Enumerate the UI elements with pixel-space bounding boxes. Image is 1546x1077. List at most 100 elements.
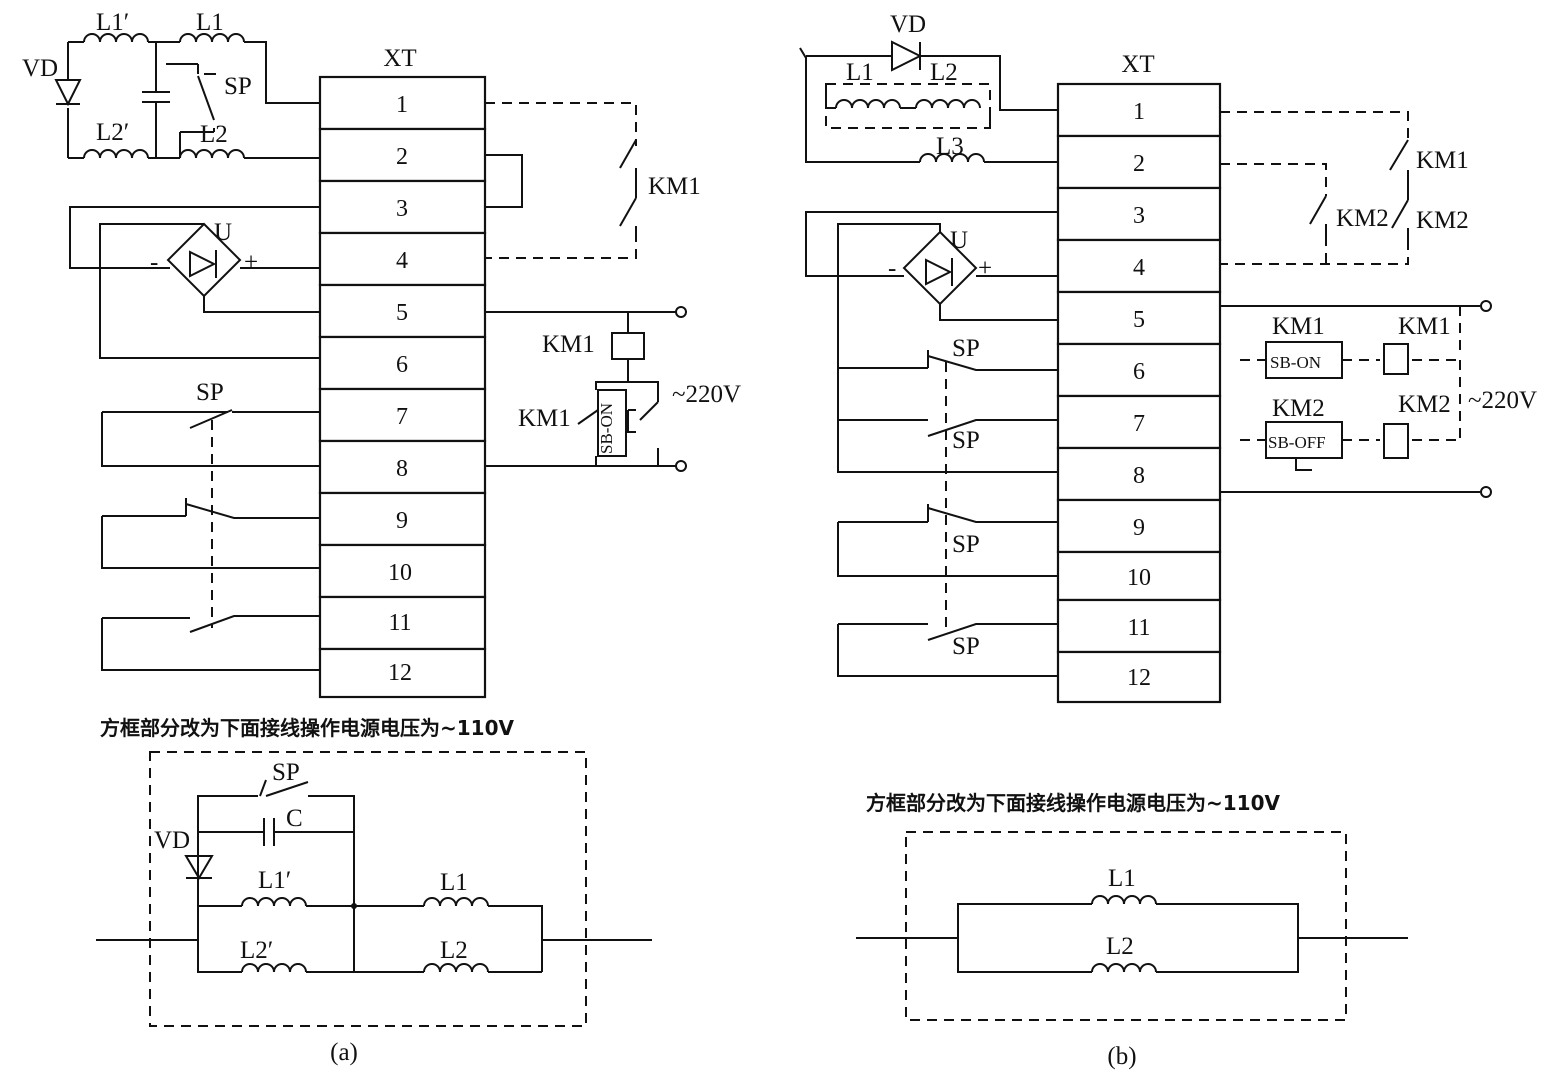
terminal-a-11 — [318, 595, 487, 651]
terminal-b-label-5: 5 — [1133, 307, 1145, 333]
coil-network-a: VD L1′ L1 L2′ L2 SP — [22, 9, 320, 159]
sb-on-button-icon — [1265, 341, 1343, 379]
terminal-b-label-4: 4 — [1133, 255, 1145, 281]
inductor-l1-icon — [1091, 895, 1157, 905]
inductor-l1-icon — [835, 99, 901, 109]
label-km2-coil-b: KM2 — [1398, 391, 1451, 418]
bridge-rectifier-b: U - + — [805, 211, 1058, 473]
terminal-b-label-9: 9 — [1133, 515, 1145, 541]
label-u-a: U — [214, 219, 232, 246]
label-km2-contact-b-b: KM2 — [1416, 207, 1469, 234]
terminal-dot-icon — [1480, 486, 1492, 498]
dashed-frame-b — [905, 831, 1347, 1021]
sub-label-c-a: C — [286, 805, 303, 832]
terminal-b-label-6: 6 — [1133, 359, 1145, 385]
label-km1-coil-a: KM1 — [542, 331, 595, 358]
diagram-b: XT 1 2 3 4 5 6 7 8 9 10 11 12 — [799, 11, 1537, 1070]
sub-label-l1-a: L1 — [440, 869, 468, 896]
diagram-a: XT 1 2 3 4 5 6 7 8 9 10 11 12 — [22, 9, 741, 1066]
km-contacts-b: KM1 KM2 KM2 — [1220, 111, 1469, 265]
label-km1-contact-b: KM1 — [1416, 147, 1469, 174]
label-km1-sw-b: KM1 — [1272, 313, 1325, 340]
terminal-a-label-8: 8 — [396, 456, 408, 482]
label-l1p-a: L1′ — [96, 9, 129, 36]
terminal-dot-icon — [675, 306, 687, 318]
inductor-l2-icon — [1091, 963, 1157, 973]
caption-b: (b) — [1107, 1043, 1136, 1070]
label-sb-off-b: SB-OFF — [1268, 433, 1326, 452]
terminal-dot-icon — [675, 460, 687, 472]
label-l3-b: L3 — [936, 133, 964, 160]
inductor-l1p-icon — [83, 33, 149, 43]
terminal-a-label-12: 12 — [388, 660, 412, 686]
terminal-b-label-7: 7 — [1133, 411, 1145, 437]
diode-icon — [184, 855, 214, 880]
label-sp2-b: SP — [952, 427, 980, 454]
diode-icon — [891, 40, 923, 72]
label-voltage-b: ~220V — [1468, 387, 1537, 414]
label-km1-contact-a: KM1 — [648, 173, 701, 200]
sub-diagram-b: L1 L2 — [856, 831, 1408, 1021]
coil-circuit-b: SB-ON KM1 KM1 ~220V SB-OFF KM2 KM2 — [1220, 300, 1537, 498]
terminal-block-b: XT 1 2 3 4 5 6 7 8 9 10 11 12 — [1056, 51, 1222, 704]
terminal-b-label-8: 8 — [1133, 463, 1145, 489]
terminal-a-label-2: 2 — [396, 144, 408, 170]
inductor-l3-icon — [919, 153, 985, 163]
terminal-a-label-1: 1 — [396, 92, 408, 118]
km1-contact-a: KM1 — [485, 102, 701, 259]
inductor-l2-icon — [915, 99, 981, 109]
sub-diagram-a: SP C VD L1′ L1 L2′ L2 — [96, 751, 652, 1027]
sub-label-vd-a: VD — [154, 827, 190, 854]
label-vd-a: VD — [22, 55, 58, 82]
label-minus-b: - — [888, 255, 896, 282]
label-plus-b: + — [978, 255, 992, 282]
sub-label-sp-a: SP — [272, 759, 300, 786]
terminal-b-7 — [1056, 394, 1222, 450]
label-l2-a: L2 — [200, 121, 228, 148]
label-km2-sw-b: KM2 — [1272, 395, 1325, 422]
km1-coil-icon — [611, 332, 645, 360]
label-l1-a: L1 — [196, 9, 224, 36]
label-l1-b: L1 — [846, 59, 874, 86]
sub-label-l2-b: L2 — [1106, 933, 1134, 960]
coil-network-b: VD L1 L2 L3 — [799, 11, 1058, 163]
inductor-l2-icon — [423, 963, 489, 973]
terminal-b-4 — [1056, 238, 1222, 294]
label-l2p-a: L2′ — [96, 119, 129, 146]
inductor-l2p-icon — [241, 963, 307, 973]
label-sp-mid-a: SP — [196, 379, 224, 406]
terminal-a-label-5: 5 — [396, 300, 408, 326]
dashed-frame-a — [149, 751, 587, 1027]
terminal-a-6 — [318, 335, 487, 391]
terminal-a-12 — [318, 647, 487, 699]
label-km1-coil-b: KM1 — [1398, 313, 1451, 340]
inductor-l2-icon — [179, 149, 245, 159]
sb-off-button-icon — [1265, 421, 1343, 459]
label-voltage-a: ~220V — [672, 381, 741, 408]
label-km2-contact-a-b: KM2 — [1336, 205, 1389, 232]
label-km1-aux-a: KM1 — [518, 405, 571, 432]
km1-coil-icon — [1383, 343, 1409, 375]
label-vd-b: VD — [890, 11, 926, 38]
terminal-b-2 — [1056, 134, 1222, 190]
terminal-block-a-title: XT — [383, 45, 416, 72]
label-u-b: U — [950, 227, 968, 254]
sp-contacts-a: SP — [101, 379, 320, 671]
label-sp3-b: SP — [952, 531, 980, 558]
sub-label-l2p-a: L2′ — [240, 937, 273, 964]
terminal-a-2 — [318, 127, 487, 183]
inductor-l1-icon — [423, 897, 489, 907]
terminal-dot-icon — [1480, 300, 1492, 312]
terminal-b-12 — [1056, 650, 1222, 704]
coil-circuit-a: KM1 SB-ON KM1 ~220V — [485, 306, 741, 472]
sub-label-l1-b: L1 — [1108, 865, 1136, 892]
terminal-b-label-3: 3 — [1133, 203, 1145, 229]
sub-label-l2-a: L2 — [440, 937, 468, 964]
terminal-b-label-10: 10 — [1127, 565, 1151, 591]
label-sp-top-a: SP — [224, 73, 252, 100]
terminal-block-a: XT 1 2 3 4 5 6 7 8 9 10 11 12 — [318, 45, 487, 699]
inductor-l1p-icon — [241, 897, 307, 907]
km2-coil-icon — [1383, 423, 1409, 459]
note-b: 方框部分改为下面接线操作电源电压为~110V — [866, 791, 1281, 815]
note-a: 方框部分改为下面接线操作电源电压为~110V — [100, 716, 515, 740]
